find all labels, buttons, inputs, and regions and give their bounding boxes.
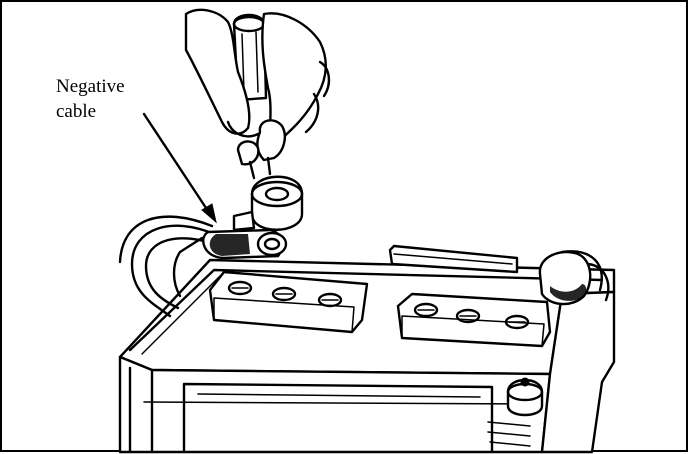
front-terminal [487,377,544,447]
callout-label-line1: Negative [56,76,125,97]
terminal-bolt [232,175,304,232]
negative-terminal-clamp [202,228,288,260]
callout-label-line2: cable [56,101,97,122]
positive-terminal-cover [538,250,610,306]
callout-arrow [142,112,217,224]
vent-caps-right [396,292,552,348]
hand-with-tool [184,8,331,180]
negative-cable [118,215,222,318]
vent-caps-left [208,270,369,334]
